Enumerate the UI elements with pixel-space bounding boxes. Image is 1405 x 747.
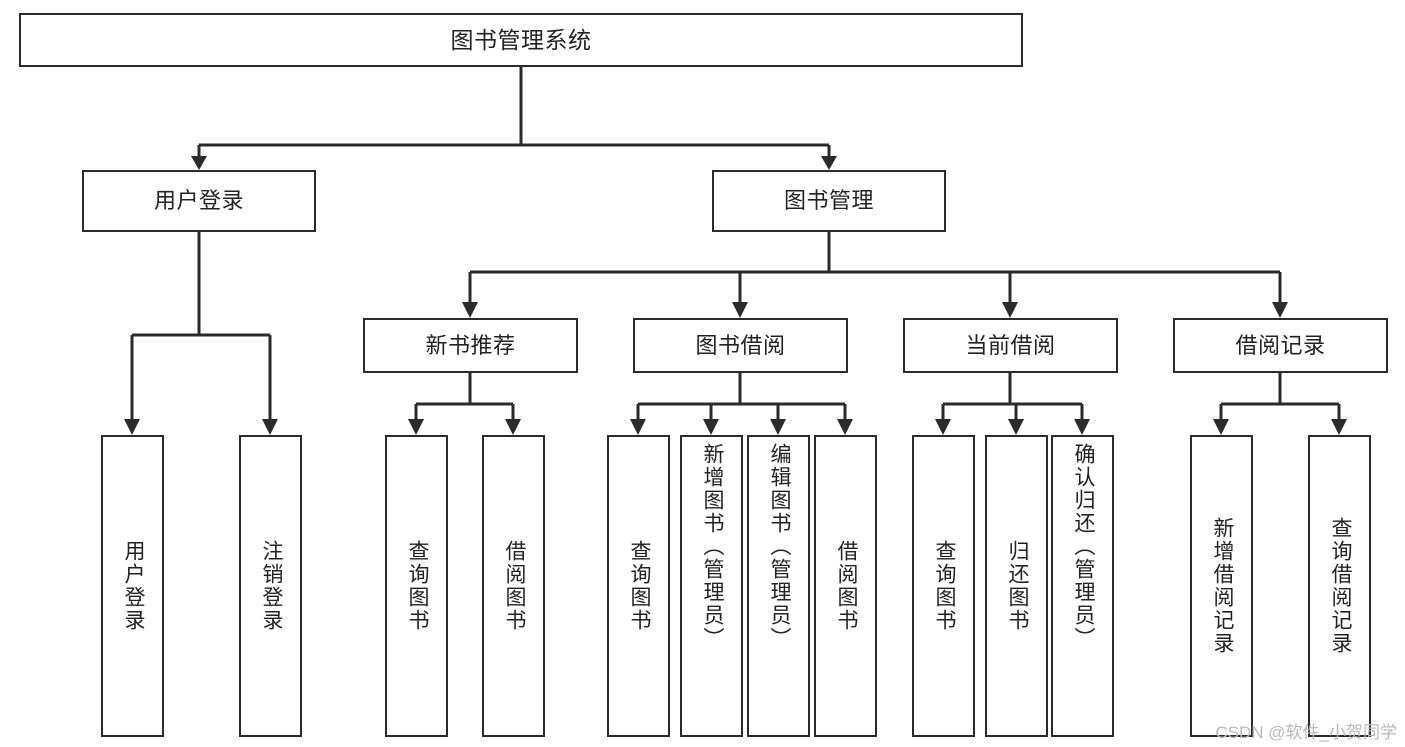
node-book-borrow[interactable]: 图书借阅 (633, 318, 848, 373)
arrow-to-current-borrow (1002, 302, 1018, 318)
node-leaf-query-book-2-label: 查询图书 (627, 540, 651, 632)
node-leaf-query-book-1-label: 查询图书 (405, 540, 429, 632)
leaf-text-wrap: 新增图书（管理员） (682, 437, 741, 735)
leaf-text-wrap: 确认归还（管理员） (1053, 437, 1112, 735)
node-leaf-user-login[interactable]: 用户登录 (101, 435, 164, 737)
arrow-leaf-borrow-book-2 (837, 419, 853, 435)
node-new-book-rec-label: 新书推荐 (425, 332, 516, 358)
arrow-leaf-add-book (703, 419, 719, 435)
node-leaf-query-book-3-label: 查询图书 (932, 540, 956, 632)
arrow-to-book-manage (821, 156, 837, 170)
node-new-book-rec[interactable]: 新书推荐 (363, 318, 578, 373)
leaf-text-wrap: 查询图书 (609, 437, 668, 735)
node-leaf-user-logout-label: 注销登录 (259, 540, 283, 632)
leaf-text-wrap: 新增借阅记录 (1192, 437, 1251, 735)
node-leaf-add-book-label: 新增图书（管理员） (700, 443, 724, 650)
arrow-to-borrow-record (1272, 302, 1288, 318)
node-leaf-query-record-label: 查询借阅记录 (1328, 517, 1352, 655)
node-user-login[interactable]: 用户登录 (82, 170, 316, 232)
arrow-leaf-query-book-3 (935, 419, 951, 435)
node-user-login-label: 用户登录 (153, 188, 244, 214)
node-leaf-query-book-3[interactable]: 查询图书 (912, 435, 975, 737)
node-leaf-query-book-1[interactable]: 查询图书 (385, 435, 448, 737)
node-current-borrow-label: 当前借阅 (965, 332, 1056, 358)
node-current-borrow[interactable]: 当前借阅 (903, 318, 1118, 373)
node-leaf-query-record[interactable]: 查询借阅记录 (1308, 435, 1371, 737)
leaf-text-wrap: 借阅图书 (484, 437, 543, 735)
arrow-leaf-add-record (1213, 419, 1229, 435)
arrow-leaf-edit-book (770, 419, 786, 435)
node-leaf-borrow-book-1[interactable]: 借阅图书 (482, 435, 545, 737)
node-leaf-confirm-return[interactable]: 确认归还（管理员） (1051, 435, 1114, 737)
node-borrow-record[interactable]: 借阅记录 (1173, 318, 1388, 373)
node-leaf-return-book[interactable]: 归还图书 (985, 435, 1048, 737)
leaf-text-wrap: 注销登录 (241, 437, 300, 735)
node-leaf-confirm-return-label: 确认归还（管理员） (1071, 443, 1095, 650)
node-root[interactable]: 图书管理系统 (19, 13, 1023, 67)
node-borrow-record-label: 借阅记录 (1235, 332, 1326, 358)
leaf-text-wrap: 用户登录 (103, 437, 162, 735)
arrow-leaf-query-record (1331, 419, 1347, 435)
node-leaf-borrow-book-2-label: 借阅图书 (834, 540, 858, 632)
arrow-leaf-user-logout (262, 419, 278, 435)
arrow-leaf-borrow-book-1 (505, 419, 521, 435)
node-leaf-user-login-label: 用户登录 (121, 540, 145, 632)
leaf-text-wrap: 查询借阅记录 (1310, 437, 1369, 735)
node-book-manage[interactable]: 图书管理 (712, 170, 946, 232)
arrow-to-user-login (191, 156, 207, 170)
node-book-manage-label: 图书管理 (783, 188, 874, 214)
node-leaf-borrow-book-1-label: 借阅图书 (502, 540, 526, 632)
arrow-leaf-return-book (1008, 419, 1024, 435)
arrow-to-new-book-rec (462, 302, 478, 318)
node-root-label: 图书管理系统 (450, 26, 592, 53)
arrow-leaf-query-book-1 (408, 419, 424, 435)
node-leaf-query-book-2[interactable]: 查询图书 (607, 435, 670, 737)
node-leaf-add-record[interactable]: 新增借阅记录 (1190, 435, 1253, 737)
arrow-leaf-user-login (124, 419, 140, 435)
arrow-leaf-confirm-return (1074, 419, 1090, 435)
leaf-text-wrap: 查询图书 (914, 437, 973, 735)
watermark-text: CSDN @软件_小贺同学 (1215, 723, 1397, 742)
node-leaf-borrow-book-2[interactable]: 借阅图书 (814, 435, 877, 737)
leaf-text-wrap: 借阅图书 (816, 437, 875, 735)
leaf-text-wrap: 编辑图书（管理员） (749, 437, 808, 735)
leaf-text-wrap: 查询图书 (387, 437, 446, 735)
node-leaf-edit-book[interactable]: 编辑图书（管理员） (747, 435, 810, 737)
node-leaf-add-record-label: 新增借阅记录 (1210, 517, 1234, 655)
leaf-text-wrap: 归还图书 (987, 437, 1046, 735)
arrow-to-book-borrow (732, 302, 748, 318)
node-leaf-return-book-label: 归还图书 (1005, 540, 1029, 632)
node-leaf-edit-book-label: 编辑图书（管理员） (767, 443, 791, 650)
node-leaf-user-logout[interactable]: 注销登录 (239, 435, 302, 737)
arrow-leaf-query-book-2 (630, 419, 646, 435)
node-book-borrow-label: 图书借阅 (695, 332, 786, 358)
node-leaf-add-book[interactable]: 新增图书（管理员） (680, 435, 743, 737)
